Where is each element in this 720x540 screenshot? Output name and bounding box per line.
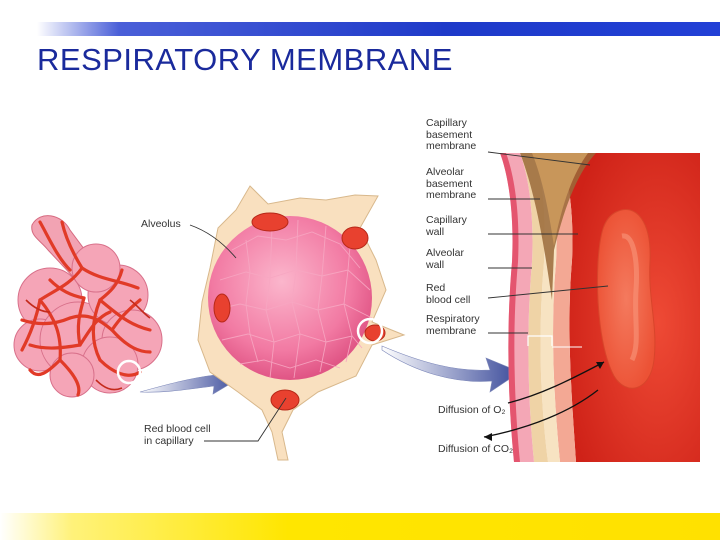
- label-cbm-line2: basement: [426, 128, 473, 141]
- label-alveolar-wall: Alveolar wall: [426, 247, 464, 271]
- label-red-blood-cell: Red blood cell: [426, 282, 471, 306]
- label-aw-line1: Alveolar: [426, 247, 464, 259]
- label-respiratory-membrane: Respiratory membrane: [426, 313, 480, 337]
- label-rm-line1: Respiratory: [426, 313, 480, 325]
- label-alveolus: Alveolus: [141, 218, 181, 231]
- label-rbc-capillary: Red blood cell in capillary: [144, 423, 211, 447]
- label-aw-line2: wall: [426, 258, 445, 271]
- label-cw-line2: wall: [426, 225, 445, 238]
- label-rbc-capillary-line2: in capillary: [144, 434, 194, 447]
- respiratory-membrane-bracket: [527, 335, 553, 346]
- diffusion-o2-arrow: [507, 361, 605, 404]
- label-alveolus-text: Alveolus: [141, 218, 181, 230]
- label-rbc-capillary-line1: Red blood cell: [144, 423, 211, 435]
- alveolar-sac-cluster: [13, 215, 163, 398]
- label-rm-line2: membrane: [426, 324, 477, 337]
- label-diffusion-o2: Diffusion of O₂: [438, 404, 506, 417]
- label-rbc-line1: Red: [426, 282, 446, 294]
- label-cbm-line3: membrane: [426, 140, 477, 152]
- label-diffusion-co2: Diffusion of CO₂: [438, 443, 514, 456]
- red-blood-cell-shape: [597, 209, 656, 389]
- label-rbc-line2: blood cell: [426, 293, 471, 306]
- bottom-bar: [0, 513, 720, 540]
- label-abm-line3: membrane: [426, 189, 477, 201]
- label-capillary-basement-membrane: Capillary basement membrane: [426, 117, 477, 153]
- membrane-detail: [483, 153, 700, 462]
- label-diffusion-co2-text: Diffusion of CO₂: [438, 443, 514, 455]
- label-cw-line1: Capillary: [426, 214, 467, 226]
- diffusion-co2-arrow: [483, 389, 599, 438]
- magnify-circle-alveolus: [356, 317, 384, 345]
- label-abm-line2: basement: [426, 177, 473, 190]
- magnify-arrow-2: [381, 345, 521, 393]
- leader-lines: [189, 151, 609, 442]
- label-abm-line1: Alveolar: [426, 166, 464, 178]
- slide-title: RESPIRATORY MEMBRANE: [37, 42, 453, 77]
- label-capillary-wall: Capillary wall: [426, 214, 467, 238]
- label-alveolar-basement-membrane: Alveolar basement membrane: [426, 166, 477, 202]
- label-diffusion-o2-text: Diffusion of O₂: [438, 404, 506, 416]
- magnify-circle-cluster: [116, 359, 142, 385]
- label-cbm-line1: Capillary: [426, 117, 467, 129]
- alveolus-cross-section: [197, 185, 406, 461]
- title-bar: [37, 22, 720, 36]
